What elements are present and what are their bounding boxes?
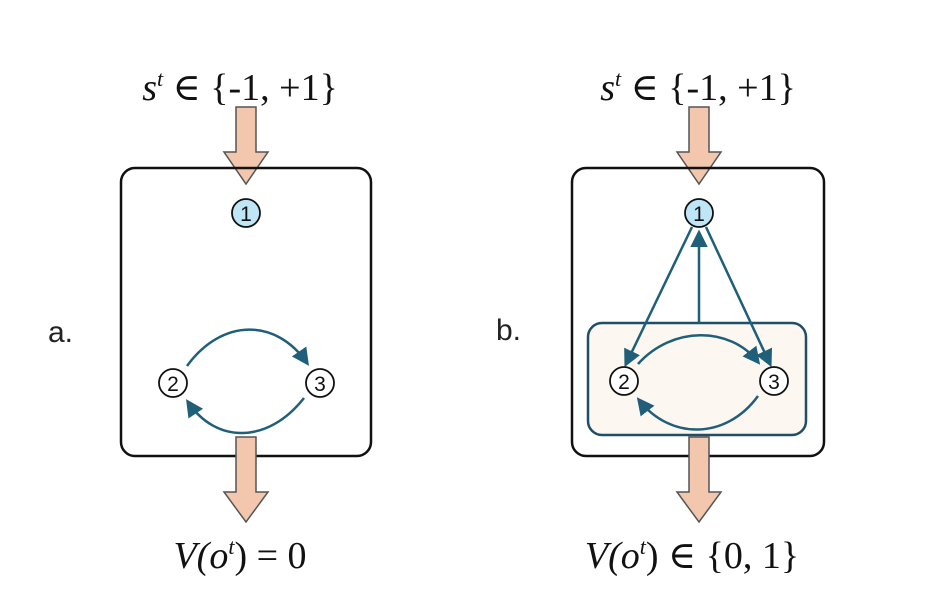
panel-b-node-2: 2 bbox=[609, 366, 639, 396]
panel-b-output-arrow bbox=[675, 436, 723, 524]
panel-a-node-1: 1 bbox=[231, 198, 261, 228]
panel-b-edge-1-to-2 bbox=[624, 226, 694, 368]
panel-b-edge-1-to-3 bbox=[704, 226, 773, 368]
panel-b-edge-2-to-3 bbox=[637, 334, 761, 365]
panel-a-input-arrow bbox=[222, 106, 270, 186]
panel-b-label: b. bbox=[496, 314, 521, 347]
panel-a-input-label: st ∈ {-1, +1} bbox=[142, 66, 338, 109]
panel-b: b. st ∈ {-1, +1} 1 2 3 V(ot) ∈ {0, 1} bbox=[496, 66, 826, 577]
panel-b-node-2-label: 2 bbox=[618, 371, 630, 394]
panel-a-node-3-label: 3 bbox=[314, 373, 326, 396]
panel-b-node-1-label: 1 bbox=[693, 203, 705, 226]
panel-a-output-label: V(ot) = 0 bbox=[173, 534, 306, 577]
panel-a-output-arrow bbox=[222, 436, 270, 524]
panel-a-edge-2-to-3 bbox=[185, 328, 309, 367]
panel-a-label: a. bbox=[48, 316, 73, 349]
panel-a-node-2: 2 bbox=[158, 368, 188, 398]
panel-b-node-3-label: 3 bbox=[768, 371, 780, 394]
panel-b-node-3: 3 bbox=[759, 366, 789, 396]
panel-a-node-1-label: 1 bbox=[240, 203, 252, 226]
panel-b-output-label: V(ot) ∈ {0, 1} bbox=[585, 534, 799, 577]
panel-a-edge-3-to-2 bbox=[186, 397, 305, 435]
panel-b-input-label: st ∈ {-1, +1} bbox=[600, 66, 796, 109]
panel-a: a. st ∈ {-1, +1} 1 2 3 V(ot) = 0 bbox=[48, 66, 373, 577]
panel-b-input-arrow bbox=[675, 106, 723, 186]
panel-b-edge-3-to-2 bbox=[636, 395, 760, 431]
panel-b-node-1: 1 bbox=[684, 198, 714, 228]
panel-a-node-3: 3 bbox=[305, 368, 335, 398]
panel-a-node-2-label: 2 bbox=[167, 373, 179, 396]
